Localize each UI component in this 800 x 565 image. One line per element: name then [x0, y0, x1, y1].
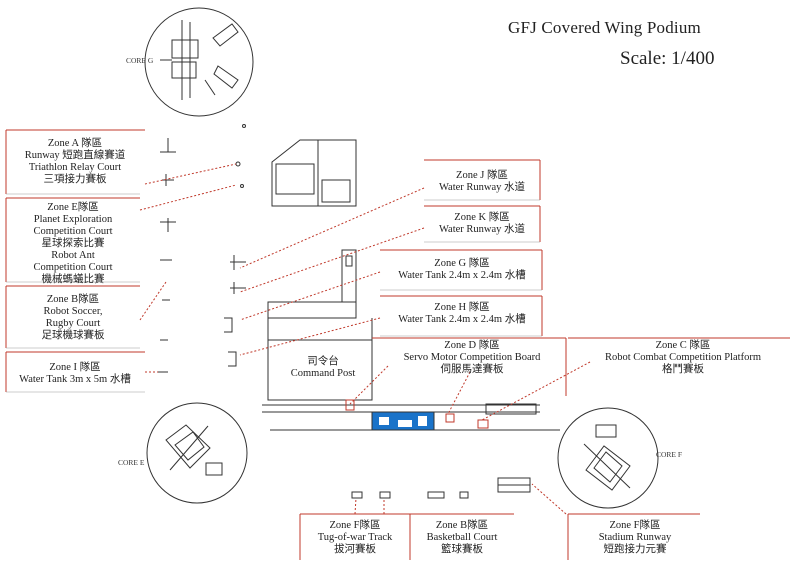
zone-i-line: Water Tank 3m x 5m 水槽	[19, 374, 131, 385]
zone-b-basket-line: Zone B隊區	[435, 520, 489, 531]
label-underlines	[6, 193, 542, 393]
core-e-label: CORE E	[118, 458, 145, 467]
zone-b-basket-line: 籃球賽板	[441, 544, 483, 555]
zone-a-line: Triathlon Relay Court	[28, 162, 122, 173]
zone-g-line: Water Tank 2.4m x 2.4m 水槽	[398, 270, 526, 281]
zone-f-tug-line: Tug-of-war Track	[317, 532, 393, 543]
plan-scale: Scale: 1/400	[620, 48, 715, 69]
zone-f-stadium-line: Stadium Runway	[598, 532, 672, 543]
zone-j-line: Zone J 隊區	[456, 170, 508, 181]
zone-e-line: Planet Exploration	[33, 214, 113, 225]
zone-b-soccer-label: Zone B隊區 Robot Soccer, Rugby Court 足球機球賽…	[10, 294, 136, 342]
zone-c-line: 格鬥賽板	[662, 364, 704, 375]
zone-h-line: Water Tank 2.4m x 2.4m 水槽	[398, 314, 526, 325]
zone-k-line: Water Runway 水道	[438, 224, 526, 235]
zone-f-stadium-line: 短跑接力元賽	[603, 544, 667, 555]
zone-e-label: Zone E隊區 Planet Exploration Competition …	[10, 202, 136, 286]
zone-c-line: Zone C 隊區	[655, 340, 711, 351]
zone-c-line: Robot Combat Competition Platform	[604, 352, 762, 363]
zone-e-line: Competition Court	[33, 262, 113, 273]
zone-d-line: Zone D 隊區	[444, 340, 500, 351]
zone-e-line: Robot Ant	[51, 250, 95, 261]
zone-f-stadium-line: Zone F隊區	[609, 520, 661, 531]
zone-j-line: Water Runway 水道	[438, 182, 526, 193]
zone-f-stadium-label: Zone F隊區 Stadium Runway 短跑接力元賽	[572, 520, 698, 556]
core-f-label: CORE F	[656, 450, 683, 459]
label-frames	[5, 129, 790, 560]
zone-e-line: Competition Court	[33, 226, 113, 237]
core-e-drawing	[146, 402, 248, 504]
zone-a-line: Zone A 隊區	[47, 138, 103, 149]
zone-d-board	[371, 411, 435, 431]
zone-k-label: Zone K 隊區 Water Runway 水道	[426, 212, 538, 236]
zone-a-line: Runway 短跑直線賽道	[24, 150, 126, 161]
zone-b-basket-line: Basketball Court	[426, 532, 498, 543]
zone-b-line: Robot Soccer,	[43, 306, 103, 317]
plan-title: GFJ Covered Wing Podium	[508, 18, 701, 37]
zone-g-line: Zone G 隊區	[434, 258, 490, 269]
zone-b-line: 足球機球賽板	[41, 330, 105, 341]
zone-e-line: Zone E隊區	[47, 202, 99, 213]
core-g-label: CORE G	[126, 56, 154, 65]
command-post-en: Command Post	[290, 368, 356, 379]
core-f-drawing	[557, 407, 659, 509]
zone-b-basketball-label: Zone B隊區 Basketball Court 籃球賽板	[412, 520, 512, 556]
zone-e-line: 機械螞蟻比賽	[41, 274, 105, 285]
upper-building	[271, 139, 357, 207]
zone-f-tug-line: Zone F隊區	[329, 520, 381, 531]
zone-i-line: Zone I 隊區	[49, 362, 101, 373]
zone-i-label: Zone I 隊區 Water Tank 3m x 5m 水槽	[8, 362, 142, 386]
zone-f-tug-line: 拔河賽板	[334, 544, 376, 555]
zone-d-line: 伺服馬達賽板	[440, 364, 504, 375]
zone-d-label: Zone D 隊區 Servo Motor Competition Board …	[380, 340, 564, 376]
zone-a-line: 三項接力賽板	[43, 174, 107, 185]
command-post-cn: 司令台	[307, 356, 339, 367]
zone-d-line: Servo Motor Competition Board	[403, 352, 541, 363]
zone-b-line: Rugby Court	[45, 318, 101, 329]
zone-h-line: Zone H 隊區	[434, 302, 490, 313]
leader-lines	[139, 163, 591, 515]
zone-a-label: Zone A 隊區 Runway 短跑直線賽道 Triathlon Relay …	[10, 138, 140, 186]
zone-b-line: Zone B隊區	[46, 294, 100, 305]
zone-k-line: Zone K 隊區	[454, 212, 510, 223]
zone-f-tug-label: Zone F隊區 Tug-of-war Track 拔河賽板	[302, 520, 408, 556]
zone-e-line: 星球探索比賽	[41, 238, 105, 249]
zone-h-label: Zone H 隊區 Water Tank 2.4m x 2.4m 水槽	[384, 302, 540, 326]
zone-j-label: Zone J 隊區 Water Runway 水道	[426, 170, 538, 194]
podium-outline	[262, 301, 560, 493]
core-g-drawing	[144, 7, 254, 117]
zone-c-label: Zone C 隊區 Robot Combat Competition Platf…	[580, 340, 786, 376]
zone-g-label: Zone G 隊區 Water Tank 2.4m x 2.4m 水槽	[384, 258, 540, 282]
command-post-label: 司令台 Command Post	[276, 356, 370, 380]
